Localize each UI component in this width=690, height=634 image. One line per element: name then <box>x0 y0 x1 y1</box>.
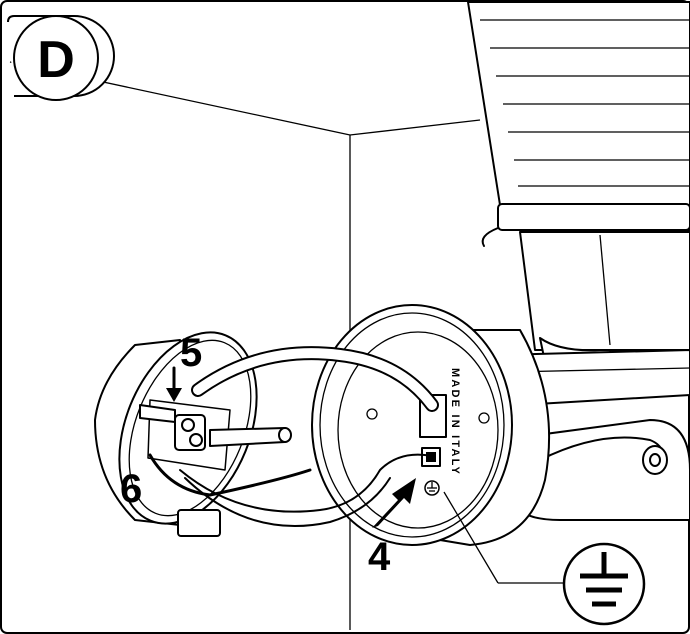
made-in-italy-stamp: MADE IN ITALY <box>449 368 461 476</box>
badge-letter: D <box>37 31 75 89</box>
ground-leader-line <box>443 491 575 584</box>
arrow-step-4 <box>372 478 416 528</box>
step-number-4: 4 <box>368 535 391 579</box>
power-cable <box>148 346 439 528</box>
step-number-5: 5 <box>180 331 202 375</box>
arrow-step-5 <box>166 366 182 402</box>
step-number-6: 6 <box>120 467 142 511</box>
ground-screw-icon <box>424 480 440 496</box>
earth-ground-icon <box>562 542 646 626</box>
wall-mount-plate <box>311 304 551 546</box>
lamp-shade <box>467 1 690 379</box>
step-badge: D <box>7 15 115 101</box>
